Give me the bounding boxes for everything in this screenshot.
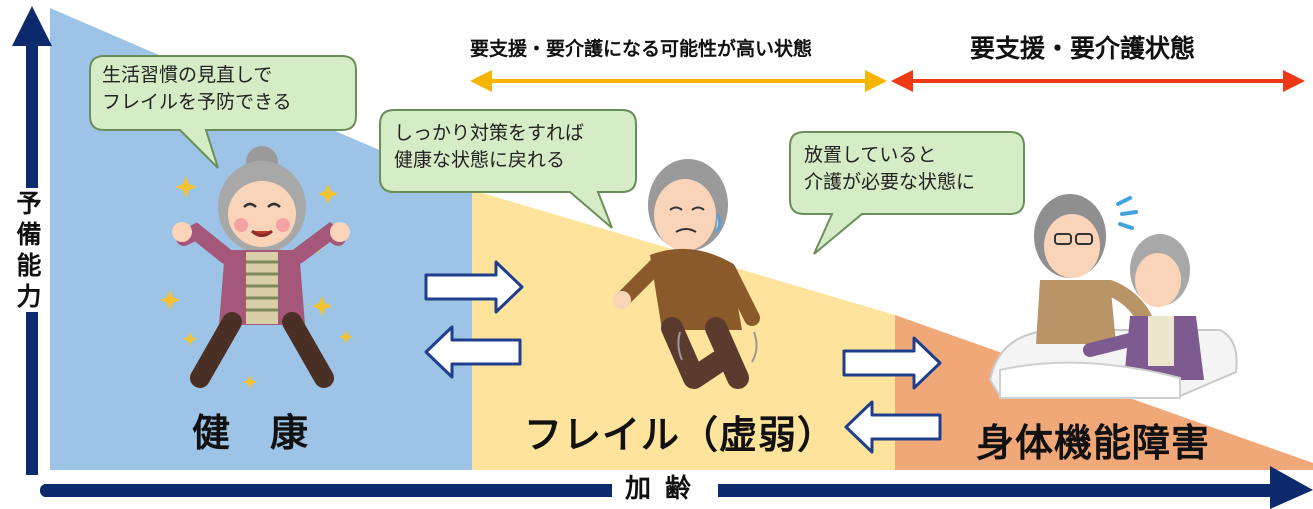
bubble-healthy bbox=[89, 55, 357, 169]
arrow-frailty-to-disability bbox=[842, 336, 942, 390]
vertical-axis-char-4: 力 bbox=[16, 282, 42, 311]
frail-elderly-man-illustration bbox=[613, 159, 760, 389]
bubble-healthy-line-1: 生活習慣の見直しで bbox=[102, 64, 273, 86]
vertical-axis-char-1: 予 bbox=[16, 189, 42, 218]
bubble-frailty-text: しっかり対策をすれば 健康な状態に戻れる bbox=[394, 120, 584, 174]
bubble-healthy-line-2: フレイルを予防できる bbox=[102, 91, 292, 113]
healthy-elderly-woman-illustration bbox=[160, 146, 353, 389]
bubble-neglect-line-2: 介護が必要な状態に bbox=[804, 171, 976, 193]
arrow-healthy-to-frailty bbox=[424, 260, 524, 314]
arrow-disability-to-frailty bbox=[844, 400, 942, 454]
range-arrow-possible-care bbox=[470, 70, 887, 92]
vertical-axis-char-3: 能 bbox=[16, 251, 42, 280]
arrow-frailty-to-healthy bbox=[424, 325, 522, 379]
vertical-axis-label: 予 備 能 力 bbox=[8, 188, 50, 312]
bubble-healthy-text: 生活習慣の見直しで フレイルを予防できる bbox=[102, 62, 292, 116]
horizontal-axis-label: 加齢 bbox=[612, 470, 718, 508]
bubble-frailty-line-1: しっかり対策をすれば bbox=[394, 122, 585, 144]
bubble-neglect bbox=[789, 131, 1025, 255]
range-label-possible-care: 要支援・要介護になる可能性が高い状態 bbox=[470, 38, 813, 60]
stage-label-frailty: フレイル（虚弱） bbox=[524, 413, 837, 457]
stage-label-disability: 身体機能障害 bbox=[976, 421, 1211, 465]
bubble-frailty bbox=[379, 109, 637, 229]
stage-label-healthy: 健 康 bbox=[192, 411, 310, 455]
bubble-neglect-line-1: 放置していると bbox=[804, 144, 937, 166]
range-label-care-needed: 要支援・要介護状態 bbox=[970, 34, 1196, 63]
bedridden-couple-illustration bbox=[988, 194, 1238, 399]
bubble-frailty-line-2: 健康な状態に戻れる bbox=[394, 149, 566, 171]
range-arrow-care-needed bbox=[891, 70, 1305, 92]
bubble-neglect-text: 放置していると 介護が必要な状態に bbox=[804, 142, 975, 196]
vertical-axis-char-2: 備 bbox=[16, 220, 42, 249]
